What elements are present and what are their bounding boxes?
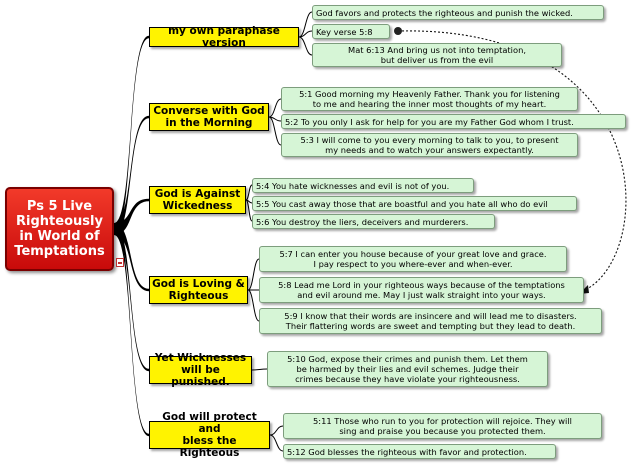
note-icon[interactable]: [116, 258, 124, 267]
leaf-connector: [269, 434, 284, 452]
leaf-connector: [268, 98, 282, 118]
branch-converse-morning[interactable]: Converse with God in the Morning: [149, 103, 269, 131]
leaf-5-4[interactable]: 5:4 You hate wicknesses and evil is not …: [252, 178, 474, 193]
branch-connector: [114, 223, 149, 437]
branch-connector: [114, 223, 149, 372]
leaf-connector: [269, 425, 284, 436]
central-topic[interactable]: Ps 5 Live Righteously in World of Tempta…: [5, 187, 114, 271]
leaf-connector: [298, 11, 313, 38]
leaf-key-verse[interactable]: Key verse 5:8: [312, 24, 390, 39]
leaf-connector: [298, 30, 313, 38]
leaf-connector: [247, 258, 260, 291]
leaf-connector: [245, 199, 253, 222]
leaf-5-5[interactable]: 5:5 You cast away those that are boastfu…: [252, 196, 577, 211]
link-anchor-dot: [394, 27, 402, 35]
leaf-5-10[interactable]: 5:10 God, expose their crimes and punish…: [267, 351, 548, 387]
leaf-5-9[interactable]: 5:9 I know that their words are insincer…: [259, 308, 602, 334]
leaf-5-11[interactable]: 5:11 Those who run to you for protection…: [283, 413, 602, 439]
branch-loving-righteous[interactable]: God is Loving & Righteous: [149, 276, 248, 304]
leaf-5-3[interactable]: 5:3 I will come to you every morning to …: [281, 133, 578, 157]
leaf-connector: [251, 368, 268, 371]
leaf-5-7[interactable]: 5:7 I can enter you house because of you…: [259, 246, 567, 272]
leaf-connector: [268, 116, 282, 146]
branch-connector: [114, 35, 149, 235]
leaf-connector: [298, 36, 313, 56]
branch-wickedness-punished[interactable]: Yet Wicknesses will be punished.: [149, 352, 252, 388]
leaf-5-1[interactable]: 5:1 Good morning my Heavenly Father. Tha…: [281, 87, 578, 111]
leaf-god-favors[interactable]: God favors and protects the righteous an…: [312, 5, 604, 20]
branch-connector: [114, 198, 149, 235]
leaf-mat-6-13[interactable]: Mat 6:13 And bring us not into temptatio…: [312, 43, 562, 67]
branch-protect-bless[interactable]: God will protect and bless the Righteous: [149, 411, 270, 459]
leaf-connector: [247, 289, 260, 322]
leaf-5-6[interactable]: 5:6 You destroy the liers, deceivers and…: [252, 214, 495, 229]
branch-against-wickedness[interactable]: God is Against Wickedness: [149, 186, 246, 214]
branch-paraphrase[interactable]: my own paraphase version: [149, 25, 299, 49]
leaf-5-8[interactable]: 5:8 Lead me Lord in your righteous ways …: [259, 277, 584, 303]
leaf-5-12[interactable]: 5:12 God blesses the righteous with favo…: [283, 444, 556, 459]
branch-connector: [114, 115, 149, 235]
leaf-5-2[interactable]: 5:2 To you only I ask for help for you a…: [281, 114, 626, 129]
